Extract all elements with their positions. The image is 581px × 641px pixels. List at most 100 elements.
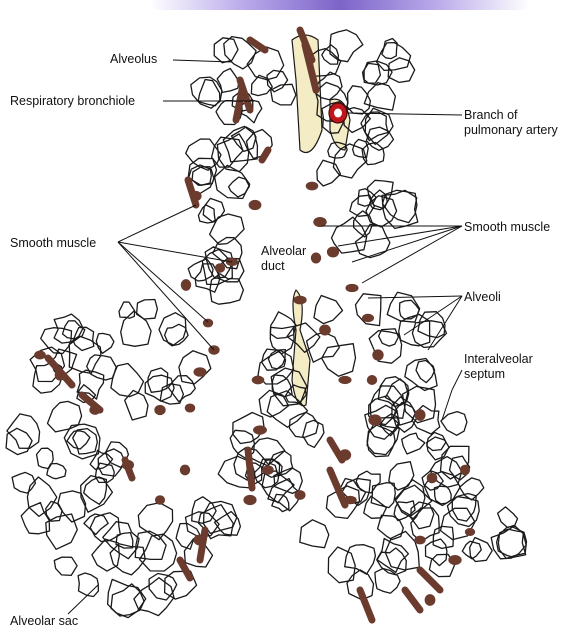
smooth-muscle-bundle [250, 40, 265, 50]
alveolus-wall [382, 39, 397, 59]
smooth-muscle-knob [460, 465, 470, 476]
smooth-muscle-knob [327, 247, 339, 258]
alveolus-wall [92, 539, 119, 571]
smooth-muscle-knob [311, 253, 321, 264]
alveolus-wall [333, 144, 366, 178]
alveolus-wall [84, 477, 107, 504]
alveolus-wall [378, 515, 404, 539]
leader-line [118, 242, 232, 262]
alveolus-wall [108, 579, 146, 617]
smooth-muscle-knob [249, 200, 262, 210]
alveolus-wall [300, 520, 329, 548]
alveolus-wall [460, 478, 484, 500]
smooth-muscle-bundle [405, 590, 420, 610]
alveolus-wall [385, 531, 419, 570]
smooth-muscle-knob [319, 325, 331, 336]
alveolus-wall [58, 491, 86, 522]
alveolus-wall [371, 483, 395, 508]
smooth-muscle-knob [368, 414, 381, 425]
pulmonary-artery-branch [329, 103, 347, 123]
smooth-muscle-knob [215, 263, 225, 272]
alveolus-wall [367, 425, 395, 456]
smooth-muscle-bundle [360, 590, 372, 620]
smooth-muscle-knob [414, 536, 425, 545]
leader-line [338, 226, 462, 246]
alveolus-wall [198, 205, 215, 223]
label-alveolar-duct: Alveolar duct [261, 244, 306, 274]
alveolus-wall [27, 477, 56, 516]
smooth-muscle-knob [367, 375, 377, 385]
alveolus-wall [119, 302, 135, 318]
smooth-muscle-bundle [188, 180, 196, 205]
alveolus-wall [426, 539, 447, 566]
alveolus-wall [67, 431, 90, 449]
smooth-muscle-knob [181, 279, 191, 291]
alveolus-wall [125, 390, 148, 420]
smooth-muscle-knob [293, 296, 306, 305]
smooth-muscle-knob [243, 495, 256, 505]
alveolus-wall [399, 314, 430, 345]
smooth-muscle-knob [338, 376, 351, 384]
alveolus-wall [317, 160, 341, 186]
smooth-muscle-knob [252, 376, 265, 385]
smooth-muscle-bundle [420, 570, 440, 590]
leader-line [428, 296, 462, 350]
leader-line [452, 370, 462, 390]
leader-line [118, 242, 214, 350]
smooth-muscle-bundle [248, 450, 252, 488]
alveolus-wall [314, 296, 343, 324]
smooth-muscle-knob [414, 409, 425, 421]
smooth-muscle-knob [262, 465, 274, 474]
smooth-muscle-knob [155, 495, 165, 504]
alveolus-wall [6, 428, 32, 454]
smooth-muscle-knob [253, 425, 267, 434]
alveolar-tissue-network [6, 30, 526, 618]
smooth-muscle-knob [425, 594, 436, 606]
alveolus-wall [441, 412, 467, 436]
alveolus-wall [418, 312, 445, 338]
label-interalveolar-septum: Interalveolar septum [464, 352, 533, 382]
smooth-muscle-knob [34, 351, 46, 360]
smooth-muscle-bundles [34, 30, 475, 620]
leader-line [173, 60, 232, 62]
alveolus-wall [54, 557, 77, 575]
smooth-muscle-bundle [200, 530, 205, 560]
smooth-muscle-knob [427, 473, 438, 483]
alveolus-wall [96, 333, 114, 353]
artery-lumen [334, 109, 342, 118]
alveolus-wall [212, 137, 243, 167]
smooth-muscle-knob [180, 465, 190, 476]
alveolus-wall [389, 462, 414, 490]
alveolus-wall [37, 448, 54, 468]
alveolus-wall [330, 30, 363, 62]
alveolus-wall [135, 531, 166, 559]
label-alveolar-sac: Alveolar sac [10, 614, 78, 629]
alveolus-wall [121, 311, 151, 346]
alveolus-wall [377, 43, 411, 71]
alveolus-wall [198, 80, 220, 106]
label-smooth-muscle-right: Smooth muscle [464, 220, 550, 235]
label-branch-pulmonary-artery: Branch of pulmonary artery [464, 108, 558, 138]
smooth-muscle-bundle [262, 150, 268, 160]
alveolus-wall [179, 351, 211, 384]
alveolus-wall [87, 355, 117, 380]
label-smooth-muscle-left: Smooth muscle [10, 236, 96, 251]
alveolus-wall [111, 364, 144, 397]
smooth-muscle-bundle [330, 470, 345, 505]
smooth-muscle-knob [448, 555, 461, 565]
smooth-muscle-knob [362, 314, 374, 323]
smooth-muscle-knob [203, 319, 213, 328]
alveolus-wall [347, 86, 370, 114]
alveolus-wall [159, 313, 186, 345]
leader-line [68, 585, 98, 614]
alveolus-wall [48, 401, 82, 432]
smooth-muscle-knob [345, 284, 358, 292]
alveolus-wall [362, 143, 384, 165]
leader-line [368, 296, 462, 298]
leader-line [118, 242, 208, 322]
alveolus-wall [12, 472, 35, 493]
leader-line [352, 226, 462, 262]
alveolus-wall [356, 471, 380, 493]
smooth-muscle-knob [154, 405, 165, 415]
alveolus-wall [355, 224, 390, 257]
